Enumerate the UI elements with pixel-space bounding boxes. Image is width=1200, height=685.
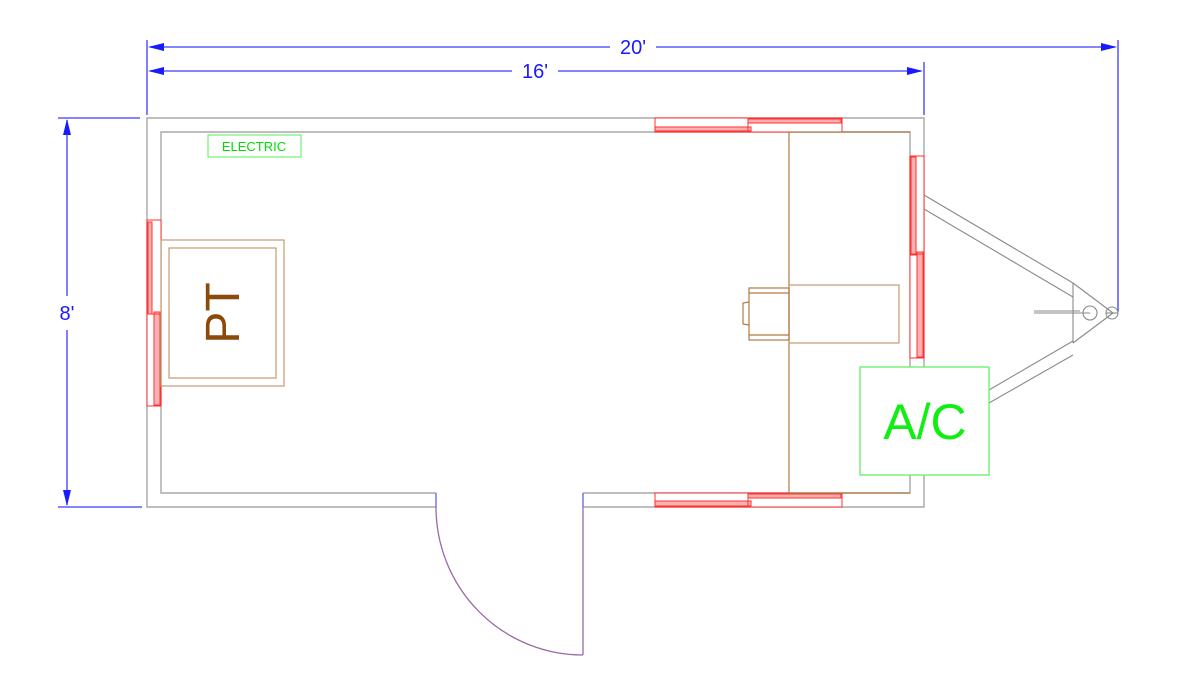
- box-length-label: 16': [522, 61, 548, 83]
- electric-label: ELECTRIC: [222, 139, 286, 154]
- entry-door: [435, 506, 584, 656]
- overall-length-label: 20': [620, 37, 646, 59]
- pt-fixture: [160, 239, 285, 387]
- ac-label: A/C: [883, 394, 966, 450]
- dimension-box-length: [148, 62, 925, 115]
- window-right: [909, 155, 925, 359]
- dimension-width: [58, 117, 142, 508]
- desk: [788, 284, 900, 344]
- pt-label: PT: [197, 282, 250, 343]
- hitch-coupler-icon: [1082, 305, 1098, 321]
- chair: [742, 287, 790, 341]
- width-label: 8': [60, 303, 75, 325]
- window-top: [654, 117, 843, 133]
- exterior-walls: [146, 117, 925, 508]
- trailer-tongue: [923, 194, 1119, 404]
- electric-panel: ELECTRIC: [207, 134, 302, 158]
- office-partition: [788, 131, 910, 494]
- ac-unit: A/C: [859, 366, 990, 476]
- window-bottom: [654, 492, 843, 508]
- window-left: [146, 219, 162, 407]
- dimension-overall-length: [146, 40, 1119, 312]
